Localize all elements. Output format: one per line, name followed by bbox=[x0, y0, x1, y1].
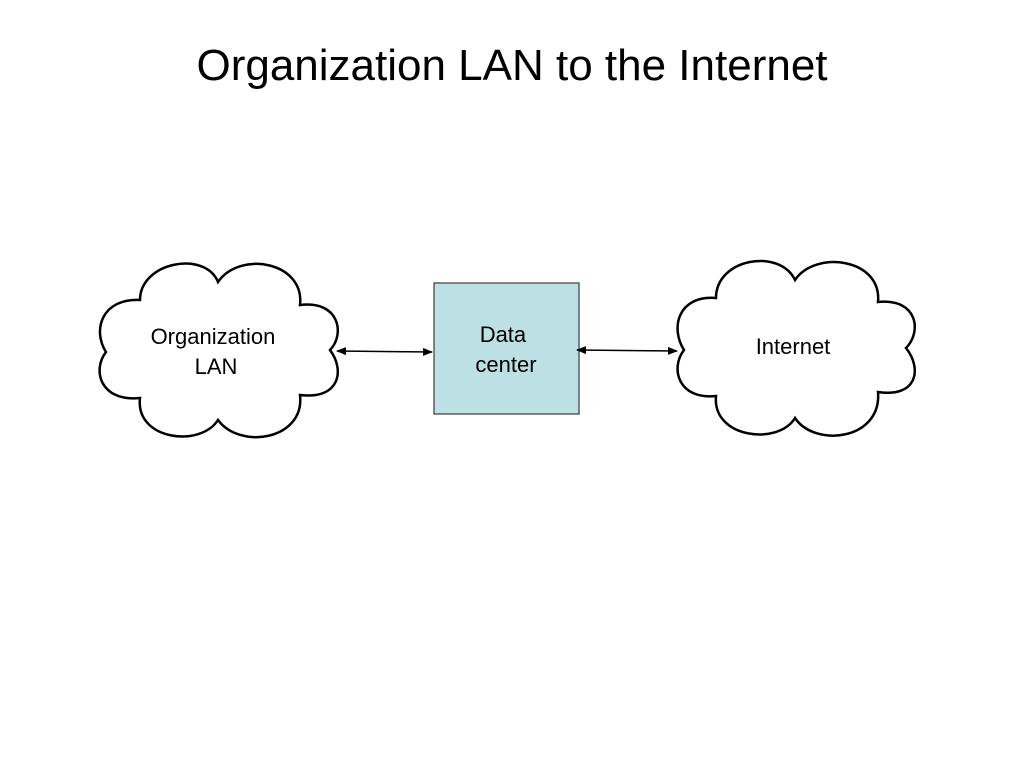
data-center-box bbox=[433, 282, 580, 415]
bidirectional-arrow-lan-datacenter bbox=[336, 347, 433, 356]
org-lan-cloud: Organization LAN bbox=[98, 262, 339, 439]
cloud-icon bbox=[676, 259, 916, 437]
data-center-label-line1: Data bbox=[480, 322, 527, 347]
org-lan-label: Organization LAN bbox=[151, 324, 282, 379]
data-center-label-line2: center bbox=[475, 352, 536, 377]
data-center-label: Data center bbox=[475, 322, 536, 377]
org-lan-label-line2: LAN bbox=[195, 354, 238, 379]
internet-label-line1: Internet bbox=[756, 334, 831, 359]
page-title: Organization LAN to the Internet bbox=[196, 41, 828, 90]
bidirectional-arrow-datacenter-internet bbox=[576, 346, 678, 355]
internet-label: Internet bbox=[756, 334, 831, 359]
data-center-node: Data center bbox=[433, 282, 580, 415]
internet-cloud: Internet bbox=[676, 259, 916, 437]
org-lan-label-line1: Organization bbox=[151, 324, 276, 349]
cloud-icon bbox=[98, 262, 339, 439]
